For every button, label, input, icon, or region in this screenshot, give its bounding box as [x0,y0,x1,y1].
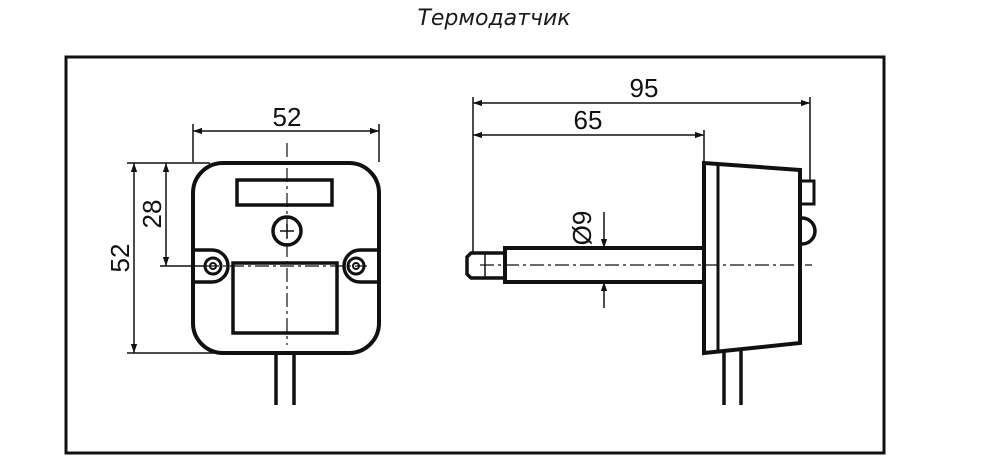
front-bottom-window [231,261,339,335]
side-rear-clip [798,179,816,206]
dim-front-width: 52 [273,102,302,132]
dim-front-center-height: 28 [137,200,167,229]
probe-tip [465,251,505,280]
dim-probe-diameter: Ø9 [567,211,597,246]
dim-side-body-length: 65 [574,105,603,135]
front-top-window [235,178,334,207]
side-view [465,97,817,405]
dim-front-height: 52 [105,244,135,273]
left-mount-lug [193,248,230,284]
front-view [127,124,381,405]
drawing-frame [64,55,886,455]
dim-side-total-length: 95 [630,73,659,103]
front-housing [191,161,381,355]
side-housing [702,160,802,356]
diagram-title: Термодатчик [417,6,571,31]
